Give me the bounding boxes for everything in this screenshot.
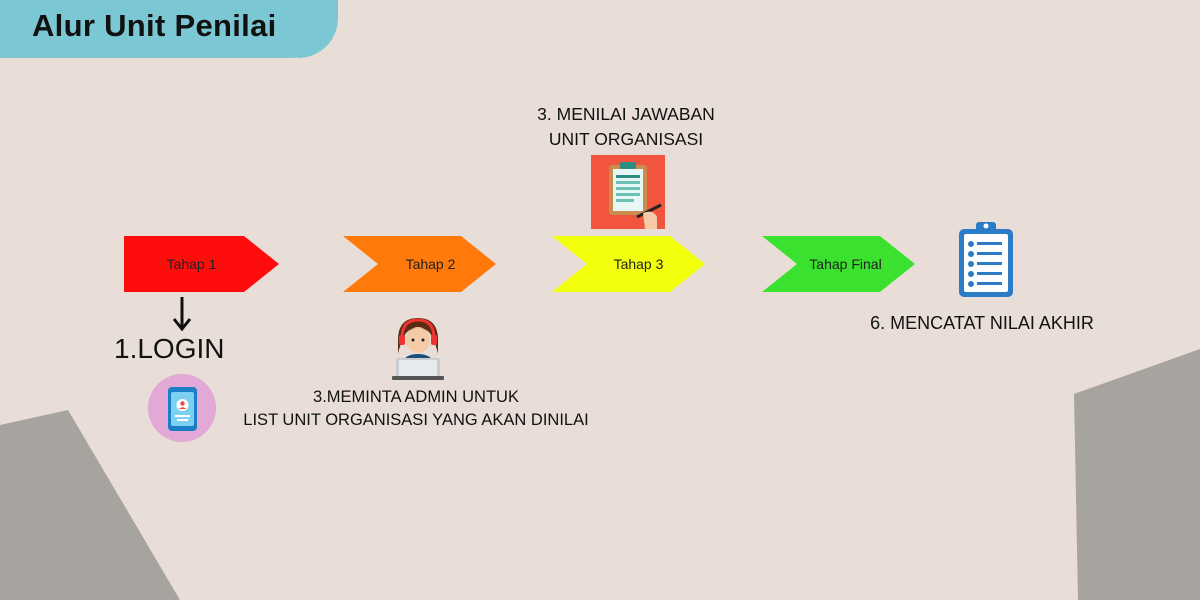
step-2-label: Tahap 2	[405, 256, 456, 272]
meminta-caption-line-2: LIST UNIT ORGANISASI YANG AKAN DINILAI	[243, 411, 589, 429]
login-caption: 1.LOGIN	[114, 333, 225, 364]
step-final-chevron: Tahap Final	[762, 236, 915, 292]
page-title: Alur Unit Penilai	[32, 8, 277, 43]
step-2-shape	[343, 236, 496, 292]
step-1-label: Tahap 1	[166, 256, 217, 272]
step-final-shape	[762, 236, 915, 292]
meminta-caption-line-1: 3.MEMINTA ADMIN UNTUK	[313, 388, 519, 406]
step-final-label: Tahap Final	[809, 256, 882, 272]
step-3-chevron: Tahap 3	[552, 236, 705, 292]
phone-profile-icon	[148, 374, 216, 442]
title-banner	[0, 0, 338, 58]
checklist-clipboard-icon	[959, 222, 1013, 297]
mencatat-caption: 6. MENCATAT NILAI AKHIR	[870, 313, 1094, 333]
meminta-caption: 3.MEMINTA ADMIN UNTUK LIST UNIT ORGANISA…	[230, 386, 602, 432]
clipboard-writing-icon	[591, 155, 665, 229]
admin-headset-laptop-icon	[392, 318, 444, 380]
step-1-shape	[124, 236, 279, 292]
menilai-caption-line-1: 3. MENILAI JAWABAN	[537, 104, 715, 124]
menilai-caption-line-2: UNIT ORGANISASI	[548, 129, 704, 149]
menilai-caption: 3. MENILAI JAWABAN UNIT ORGANISASI	[510, 102, 742, 152]
step-2-chevron: Tahap 2	[343, 236, 496, 292]
step-1-chevron: Tahap 1	[124, 236, 279, 292]
step-3-label: Tahap 3	[613, 256, 664, 272]
arrow-down-icon	[172, 297, 192, 332]
step-3-shape	[552, 236, 705, 292]
